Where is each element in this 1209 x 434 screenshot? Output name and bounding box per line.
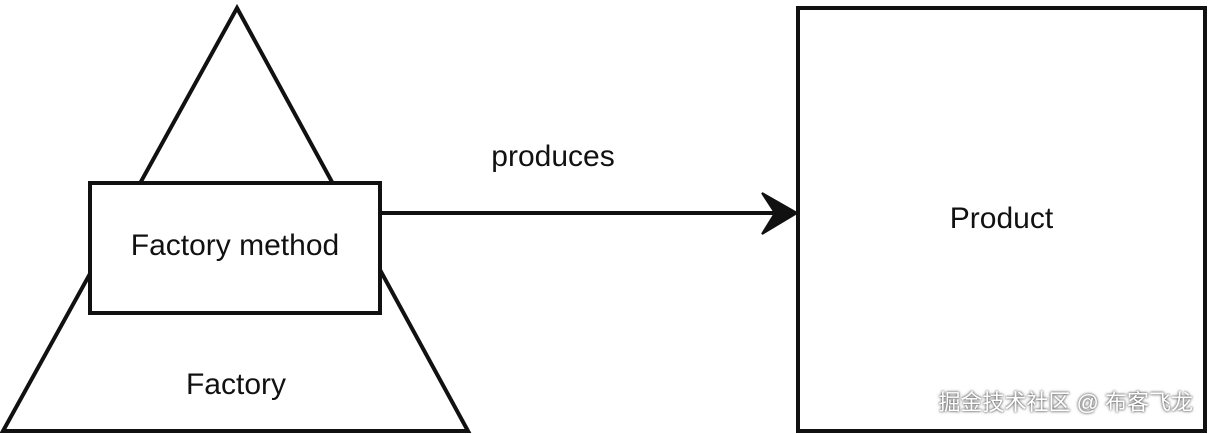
- produces-arrow-head: [761, 192, 799, 235]
- factory-method-label: Factory method: [130, 229, 340, 262]
- product-box: [796, 6, 1207, 433]
- factory-method-box: [88, 181, 382, 315]
- product-label: Product: [949, 202, 1054, 235]
- factory-label: Factory: [185, 368, 287, 401]
- watermark-text: 掘金技术社区 @ 布客飞龙: [938, 390, 1193, 415]
- produces-label: produces: [491, 140, 615, 173]
